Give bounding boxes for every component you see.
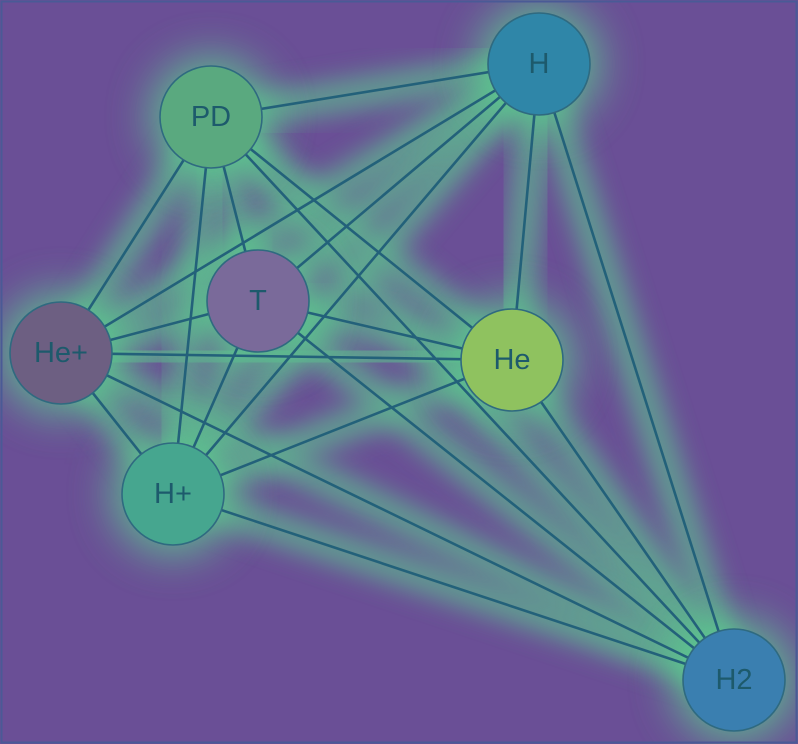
edge-he-plus-he [59,351,514,362]
edge-h-h2 [537,62,736,682]
edge-pd-h-plus [171,115,213,496]
node-circle-t [206,249,310,353]
edge-t-h2 [256,299,736,682]
node-circle-he-plus [9,301,113,405]
edge-h-he-plus [59,62,541,355]
edge-pd-he [209,115,514,362]
node-pd[interactable]: PD [159,65,263,169]
edge-he-plus-h2 [59,351,736,682]
node-t[interactable]: T [206,249,310,353]
node-label-he: He [493,344,530,376]
node-circle-pd [159,65,263,169]
node-he[interactable]: He [460,308,564,412]
node-h[interactable]: H [487,12,591,116]
node-label-h2: H2 [715,664,752,696]
node-label-pd: PD [191,101,231,133]
edge-he-h2 [510,358,736,682]
node-label-h-plus: H+ [154,478,192,510]
node-h-plus[interactable]: H+ [121,442,225,546]
node-circle-h2 [682,628,786,732]
node-h2[interactable]: H2 [682,628,786,732]
node-circle-he [460,308,564,412]
node-he-plus[interactable]: He+ [9,301,113,405]
node-label-t: T [249,285,267,317]
edge-h-plus-h2 [171,492,736,682]
edge-he-h-plus [171,358,514,496]
edge-h-t [256,62,541,303]
edge-pd-h [209,62,541,119]
node-label-he-plus: He+ [34,337,88,369]
node-circle-h [487,12,591,116]
node-layer: PD H T He+ HeH+ H2 [9,12,786,732]
node-label-h: H [529,48,550,80]
edge-h-h-plus [171,62,541,496]
node-circle-h-plus [121,442,225,546]
